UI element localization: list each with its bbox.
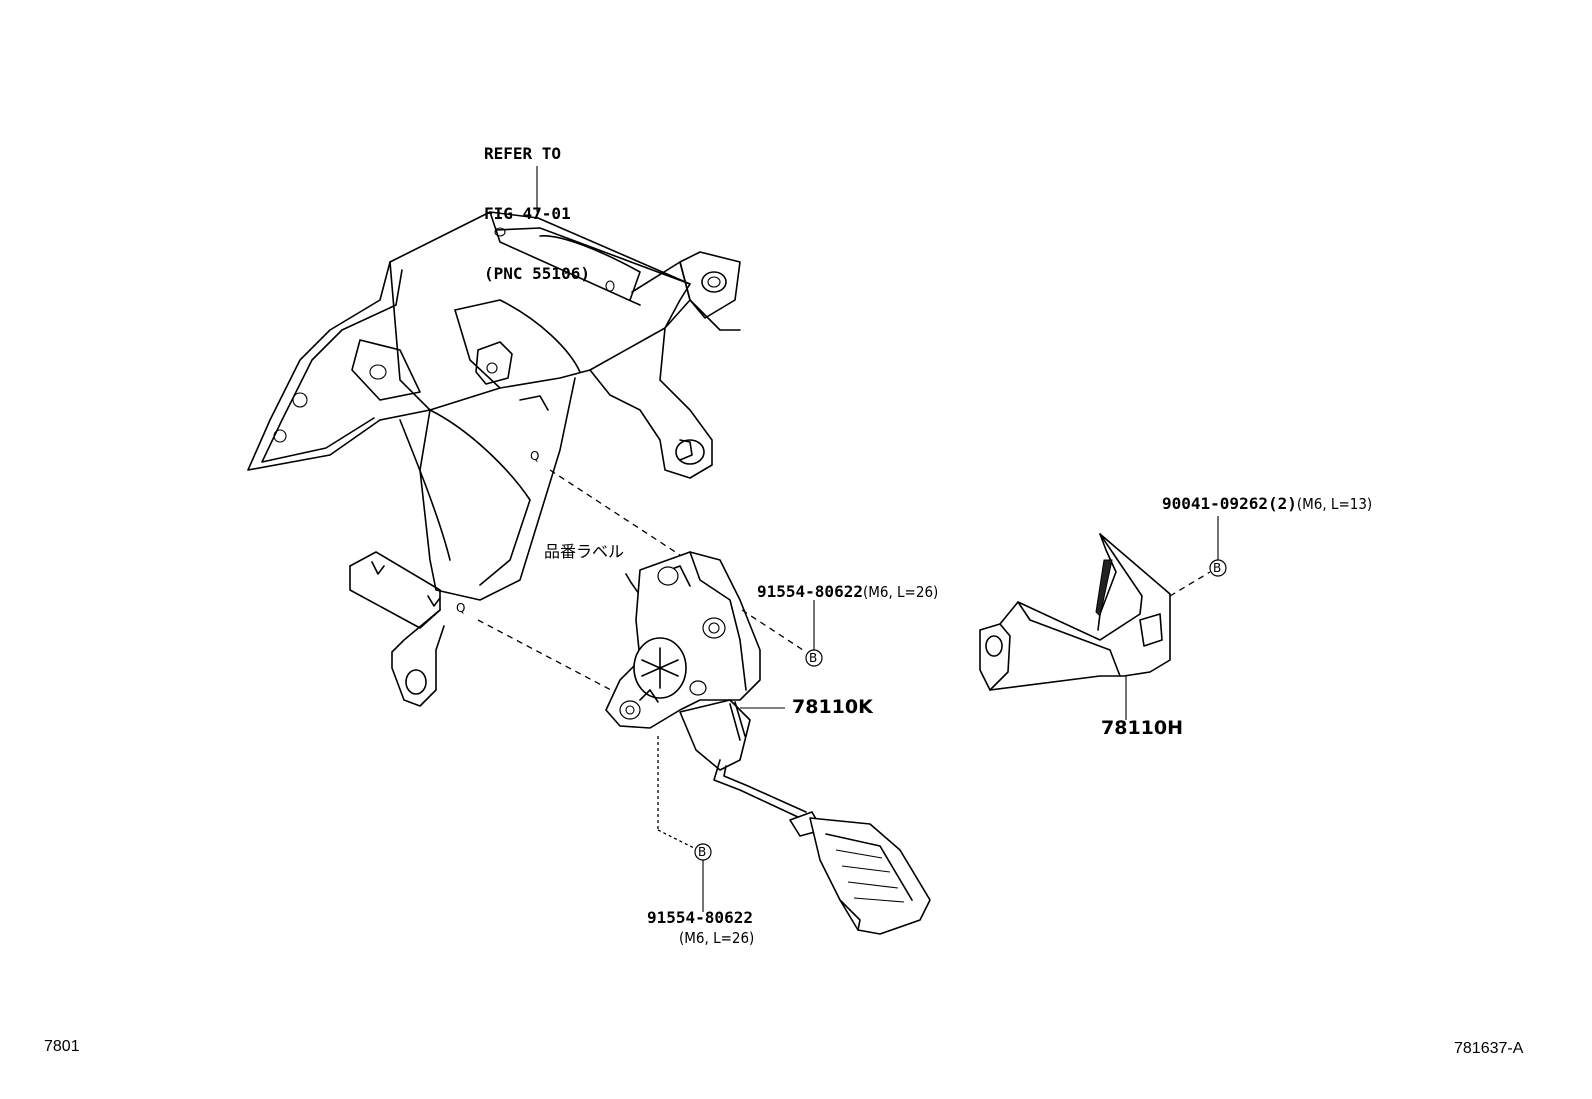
bolt-bracket-label: 90041-09262(2)(M6, L=13) — [1162, 494, 1372, 514]
bolt-upper-spec: (M6, L=26) — [862, 583, 939, 601]
bolt-upper-number: 91554-80622 — [757, 582, 863, 601]
bolt-upper-label: 91554-80622(M6, L=26) — [757, 582, 938, 602]
reference-note: REFER TO FIG 47-01 (PNC 55106) — [484, 104, 590, 304]
bolt-lower-number: 91554-80622 — [647, 908, 753, 927]
reference-line-3: (PNC 55106) — [484, 264, 590, 283]
bolt-lower-spec: (M6, L=26) — [679, 929, 755, 947]
svg-text:Q: Q — [456, 601, 465, 615]
bolt-bracket-number: 90041-09262(2) — [1162, 494, 1297, 513]
bolt-marker-upper-letter: B — [809, 651, 817, 665]
bracket-78110h — [979, 533, 1171, 720]
bolt-marker-bracket-letter: B — [1213, 561, 1221, 575]
connector-upper — [549, 469, 681, 556]
part-number-label-callout: 品番ラベル — [544, 542, 625, 561]
bolt-marker-bracket: B — [1169, 516, 1227, 597]
pedal-part-number: 78110K — [792, 696, 873, 718]
accelerator-pedal-assembly — [605, 551, 931, 935]
bolt-bracket-spec: (M6, L=13) — [1296, 495, 1373, 513]
svg-text:Q: Q — [530, 449, 539, 463]
bolt-marker-upper: B — [741, 600, 823, 667]
bolt-marker-lower: B — [657, 736, 712, 912]
bolt-marker-lower-letter: B — [698, 845, 706, 859]
reference-line-2: FIG 47-01 — [484, 204, 571, 223]
connector-lower — [477, 619, 631, 701]
footer-figure-code: 7801 — [44, 1038, 80, 1055]
footer-illustration-id: 781637-A — [1454, 1040, 1524, 1057]
bracket-part-number: 78110H — [1101, 717, 1184, 739]
reference-line-1: REFER TO — [484, 144, 562, 163]
